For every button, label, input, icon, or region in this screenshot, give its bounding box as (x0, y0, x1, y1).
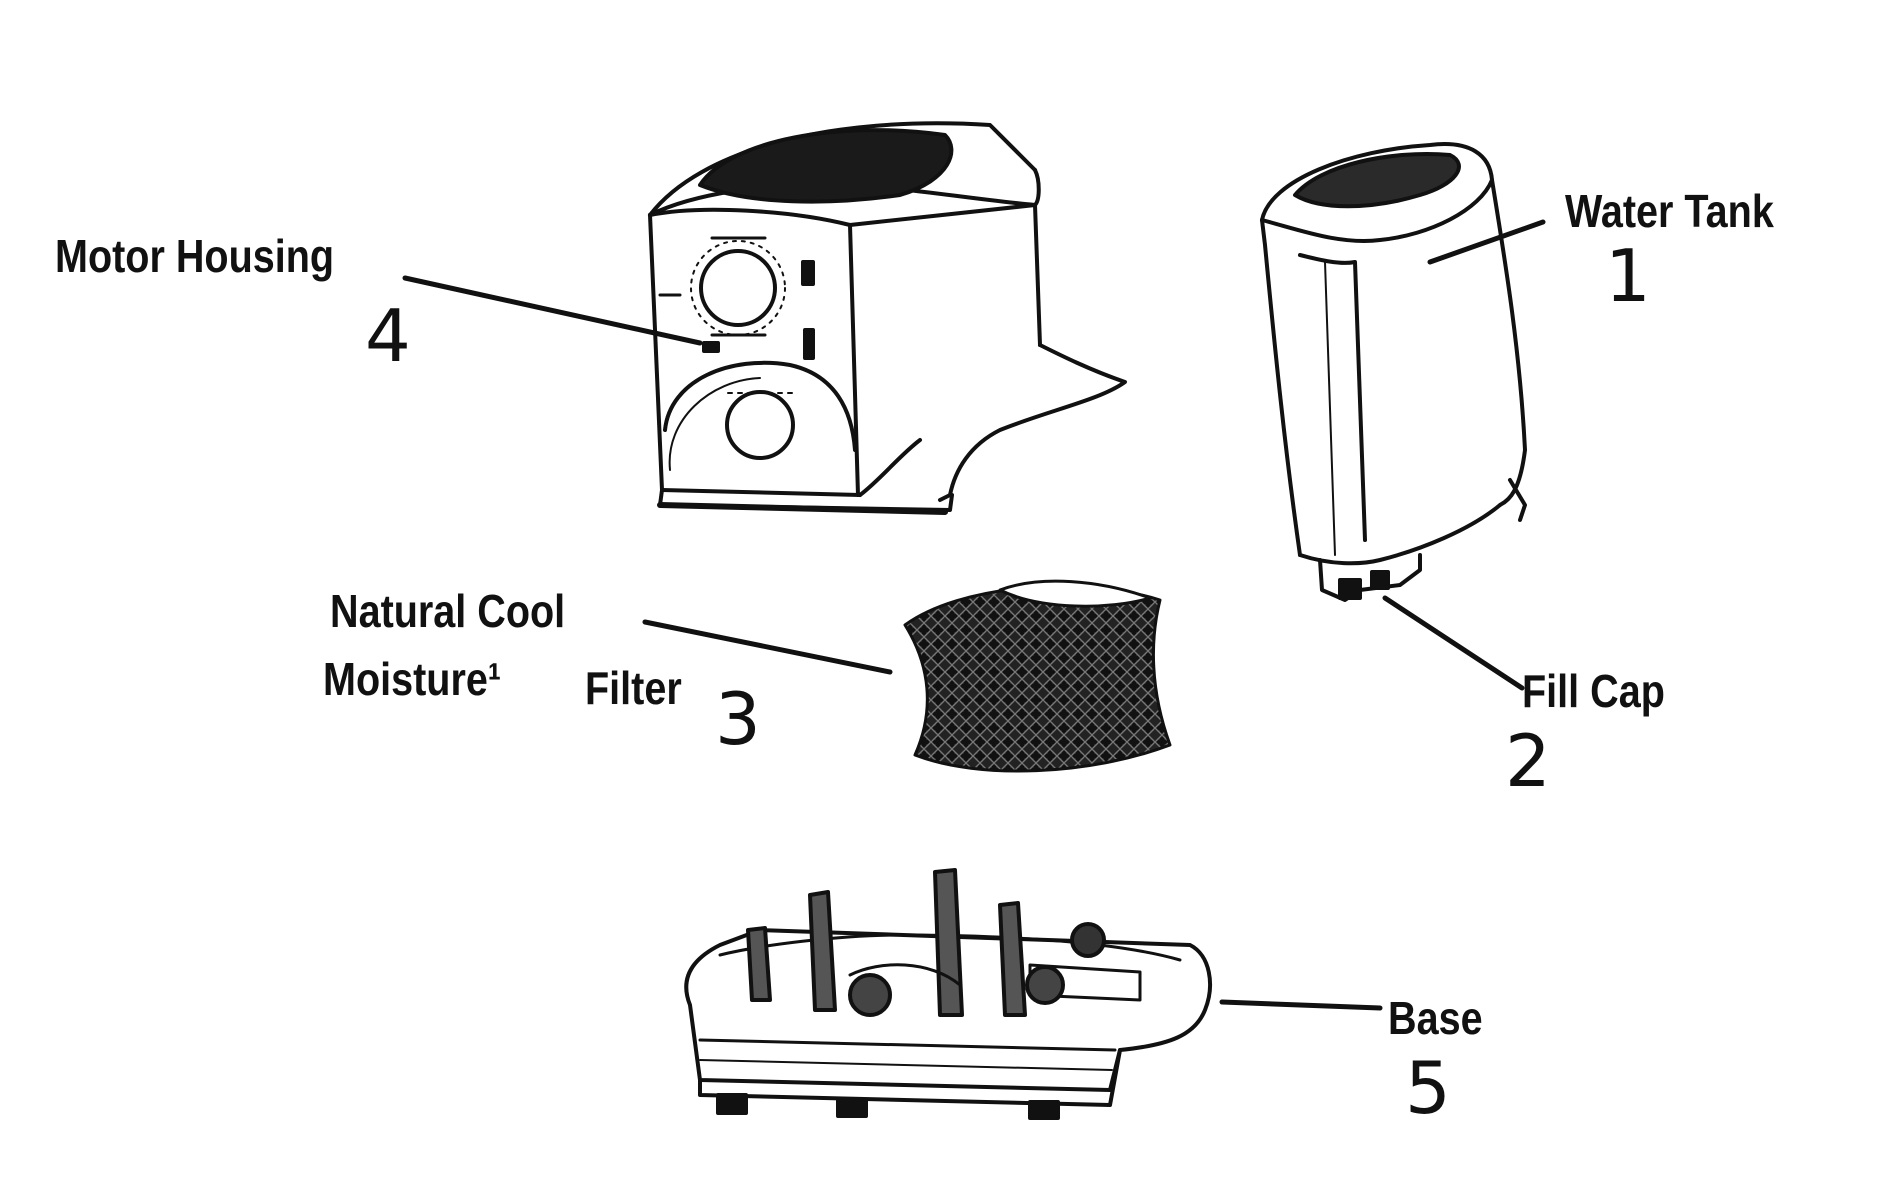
base-drawing (684, 868, 1212, 1120)
leader-motor-housing (402, 275, 703, 346)
filter-label-line2: Moisture¹ (323, 653, 502, 705)
leader-lines (402, 219, 1546, 1011)
water-tank-label: Water Tank (1565, 185, 1774, 237)
fill-cap-number: 2 (1505, 719, 1551, 803)
water-tank-number: 1 (1605, 234, 1651, 318)
leader-filter (642, 619, 893, 675)
filter-label-line1: Natural Cool (330, 585, 566, 637)
fill-cap-label: Fill Cap (1522, 665, 1665, 717)
base-label: Base (1388, 992, 1483, 1044)
filter-label-line3: Filter (585, 662, 682, 714)
water-tank-drawing (1260, 142, 1527, 602)
leader-water-tank (1427, 219, 1546, 265)
leader-fill-cap (1382, 595, 1525, 691)
filter-drawing (903, 579, 1172, 773)
motor-housing-number: 4 (365, 294, 411, 378)
motor-housing-label: Motor Housing (55, 230, 335, 282)
leader-base (1219, 999, 1383, 1011)
filter-number: 3 (715, 677, 761, 761)
motor-housing-drawing (648, 121, 1127, 515)
base-number: 5 (1405, 1046, 1451, 1130)
